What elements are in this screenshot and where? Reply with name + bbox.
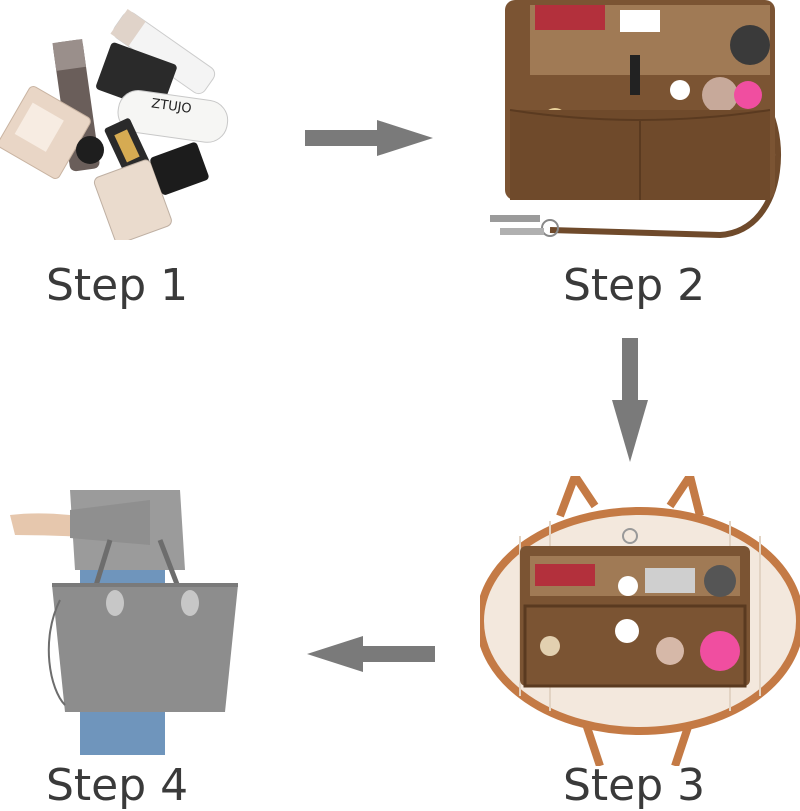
step-3-image [480,476,800,766]
step-2-image [490,0,800,250]
arrow-right-icon [305,120,435,156]
step-1-brand-text: ZTUJO [150,96,192,116]
step-1-label: Step 1 [46,260,189,311]
step-4-image [10,490,250,755]
arrow-left-icon [305,636,435,672]
step-1-image: ZTUJO [0,0,240,240]
step-2-label: Step 2 [563,260,706,311]
arrow-down-icon [612,338,648,464]
step-4-label: Step 4 [46,760,189,811]
step-3-label: Step 3 [563,760,706,811]
